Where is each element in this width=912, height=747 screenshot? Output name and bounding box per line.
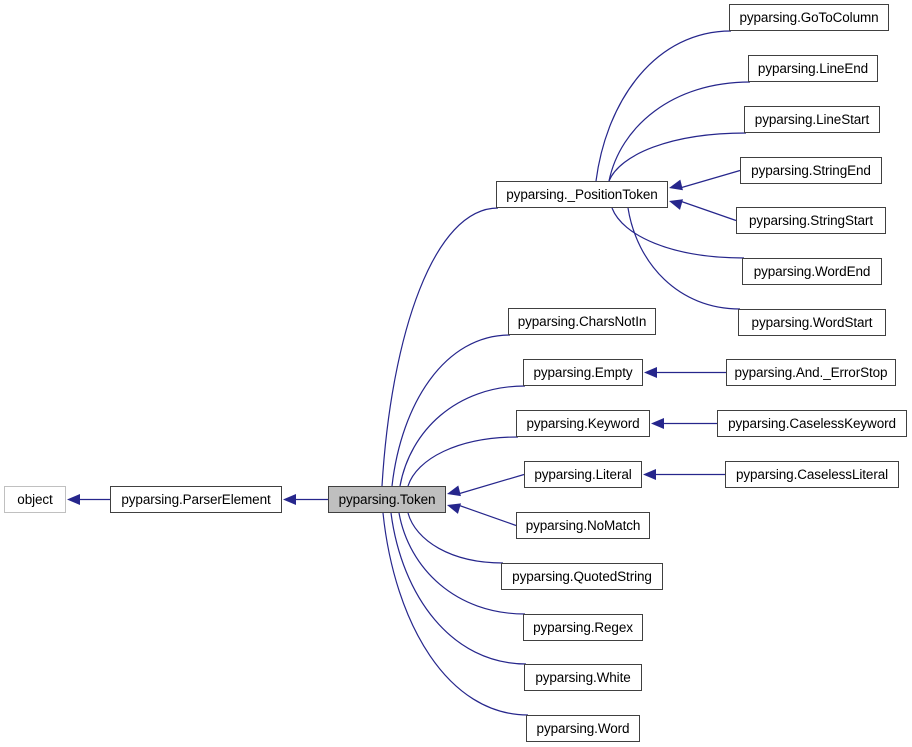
edge-empty-to-token	[399, 385, 526, 487]
class-node-label: pyparsing.CharsNotIn	[517, 313, 647, 329]
edge-token-to-parser_element-arrowhead	[283, 494, 296, 505]
edge-word_end-to-position_token	[611, 207, 745, 259]
class-node-position_token[interactable]: pyparsing._PositionToken	[496, 181, 668, 208]
class-node-label: pyparsing.ParserElement	[121, 491, 271, 507]
class-node-label: pyparsing.Keyword	[526, 415, 640, 431]
class-node-label: object	[17, 491, 53, 507]
edge-and_error_stop-to-empty-arrowhead	[644, 367, 657, 378]
class-node-keyword[interactable]: pyparsing.Keyword	[516, 410, 650, 437]
class-node-label: pyparsing.And._ErrorStop	[734, 364, 888, 380]
edge-no_match-to-token-arrowhead	[447, 503, 462, 514]
class-node-white[interactable]: pyparsing.White	[524, 664, 642, 691]
edge-line_start-to-position_token	[608, 132, 747, 182]
class-node-label: pyparsing.WordStart	[751, 314, 873, 330]
edge-chars_not_in-to-token	[391, 334, 511, 487]
edge-word-to-token	[382, 512, 529, 716]
class-node-no_match[interactable]: pyparsing.NoMatch	[516, 512, 650, 539]
class-node-string_start[interactable]: pyparsing.StringStart	[736, 207, 886, 234]
edge-caseless_keyword-to-keyword-arrowhead	[651, 418, 664, 429]
edge-string_end-to-position_token	[679, 169, 741, 189]
edge-string_start-to-position_token-arrowhead	[669, 199, 684, 210]
class-node-chars_not_in[interactable]: pyparsing.CharsNotIn	[508, 308, 656, 335]
class-node-parser_element[interactable]: pyparsing.ParserElement	[110, 486, 282, 513]
edge-literal-to-token	[457, 473, 525, 495]
class-node-label: pyparsing.StringEnd	[751, 162, 871, 178]
class-node-go_to_column[interactable]: pyparsing.GoToColumn	[729, 4, 889, 31]
class-node-label: pyparsing.QuotedString	[512, 568, 652, 584]
edge-string_start-to-position_token	[679, 200, 737, 222]
class-node-label: pyparsing.WordEnd	[753, 263, 871, 279]
edge-caseless_literal-to-literal-arrowhead	[643, 469, 656, 480]
class-node-caseless_literal[interactable]: pyparsing.CaselessLiteral	[725, 461, 899, 488]
class-node-word_end[interactable]: pyparsing.WordEnd	[742, 258, 882, 285]
class-node-label: pyparsing.StringStart	[749, 212, 873, 228]
class-node-quoted_string[interactable]: pyparsing.QuotedString	[501, 563, 663, 590]
class-node-label: pyparsing.GoToColumn	[739, 9, 879, 25]
class-node-token[interactable]: pyparsing.Token	[328, 486, 446, 513]
class-node-object[interactable]: object	[4, 486, 66, 513]
edge-literal-to-token-arrowhead	[447, 485, 461, 497]
class-node-label: pyparsing.LineEnd	[757, 60, 869, 76]
class-node-label: pyparsing.Literal	[534, 466, 632, 482]
class-node-line_end[interactable]: pyparsing.LineEnd	[748, 55, 878, 82]
class-node-label: pyparsing.Regex	[533, 619, 633, 635]
edge-string_end-to-position_token-arrowhead	[669, 179, 683, 191]
class-node-line_start[interactable]: pyparsing.LineStart	[744, 106, 880, 133]
edge-parser_element-to-object-arrowhead	[67, 494, 80, 505]
edge-word_start-to-position_token	[627, 207, 741, 310]
class-node-label: pyparsing.LineStart	[754, 111, 870, 127]
class-node-label: pyparsing.NoMatch	[525, 517, 641, 533]
class-node-empty[interactable]: pyparsing.Empty	[523, 359, 643, 386]
class-node-string_end[interactable]: pyparsing.StringEnd	[740, 157, 882, 184]
class-node-label: pyparsing.Word	[536, 720, 630, 736]
class-node-label: pyparsing.Empty	[533, 364, 633, 380]
class-node-word_start[interactable]: pyparsing.WordStart	[738, 309, 886, 336]
edge-no_match-to-token	[457, 504, 517, 527]
class-node-and_error_stop[interactable]: pyparsing.And._ErrorStop	[726, 359, 896, 386]
edge-quoted_string-to-token	[407, 512, 504, 564]
class-node-label: pyparsing._PositionToken	[506, 186, 658, 202]
edge-line_end-to-position_token	[608, 81, 751, 182]
class-node-word[interactable]: pyparsing.Word	[526, 715, 640, 742]
class-node-label: pyparsing.CaselessKeyword	[728, 415, 896, 431]
class-node-label: pyparsing.Token	[338, 491, 436, 507]
class-node-label: pyparsing.White	[535, 669, 631, 685]
edge-position_token-to-token	[381, 207, 499, 487]
edge-keyword-to-token	[407, 436, 519, 487]
class-node-label: pyparsing.CaselessLiteral	[735, 466, 889, 482]
class-node-caseless_keyword[interactable]: pyparsing.CaselessKeyword	[717, 410, 907, 437]
class-node-literal[interactable]: pyparsing.Literal	[524, 461, 642, 488]
class-node-regex[interactable]: pyparsing.Regex	[523, 614, 643, 641]
edge-go_to_column-to-position_token	[595, 30, 732, 182]
